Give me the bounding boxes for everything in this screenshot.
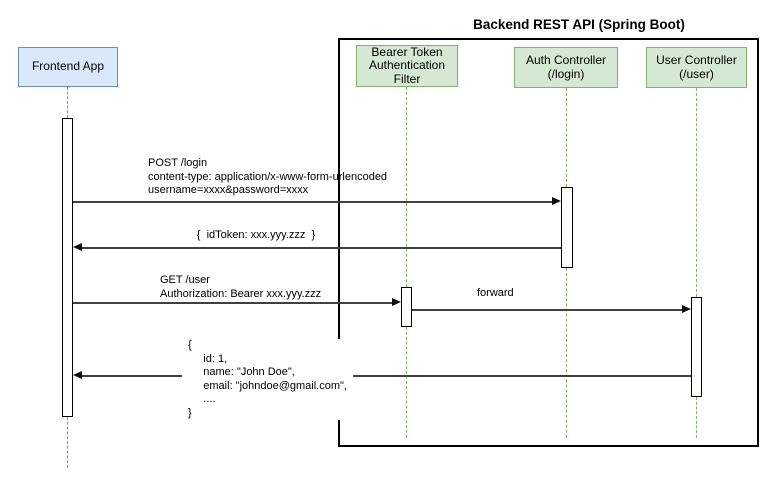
activation-frontend — [62, 118, 73, 417]
arrow-user-response-line — [81, 375, 691, 377]
actor-frontend-app-label: Frontend App — [31, 59, 105, 74]
lifeline-auth-bottom — [566, 268, 567, 438]
activation-user — [691, 297, 702, 397]
activation-bearer — [401, 287, 412, 327]
actor-bearer-filter: Bearer Token Authentication Filter — [356, 45, 458, 87]
label-login-response: { idToken: xxx.yyy.zzz } — [196, 229, 316, 241]
actor-auth-controller: Auth Controller (/login) — [514, 47, 618, 88]
arrow-forward-head — [682, 305, 691, 313]
arrow-login-response-head — [73, 243, 82, 251]
lifeline-user-top — [696, 88, 697, 297]
label-forward: forward — [477, 287, 514, 299]
activation-auth — [561, 187, 573, 268]
arrow-user-request-line — [73, 302, 393, 304]
lifeline-frontend-bottom — [67, 417, 68, 468]
lifeline-bearer-top — [406, 87, 407, 287]
actor-user-controller-label: User Controller (/user) — [656, 53, 737, 81]
arrow-forward-line — [412, 309, 683, 311]
label-login-request: POST /login content-type: application/x-… — [148, 157, 388, 196]
diagram-title: Backend REST API (Spring Boot) — [473, 17, 685, 32]
lifeline-auth-top — [566, 88, 567, 187]
actor-frontend-app: Frontend App — [18, 47, 118, 87]
label-user-response: { id: 1, name: "John Doe", email: "johnd… — [182, 339, 353, 420]
label-user-request: GET /user Authorization: Bearer xxx.yyy.… — [160, 274, 322, 300]
actor-user-controller: User Controller (/user) — [646, 47, 747, 88]
actor-auth-controller-label: Auth Controller (/login) — [525, 53, 607, 81]
backend-frame — [338, 38, 759, 447]
lifeline-frontend-top — [67, 87, 68, 118]
arrow-login-request-head — [552, 197, 561, 205]
arrow-login-request-line — [73, 201, 553, 203]
arrow-user-response-head — [73, 371, 82, 379]
arrow-user-request-head — [392, 298, 401, 306]
lifeline-bearer-bottom — [406, 327, 407, 438]
lifeline-user-bottom — [696, 397, 697, 438]
arrow-login-response-line — [81, 247, 561, 249]
actor-bearer-filter-label: Bearer Token Authentication Filter — [368, 44, 446, 86]
